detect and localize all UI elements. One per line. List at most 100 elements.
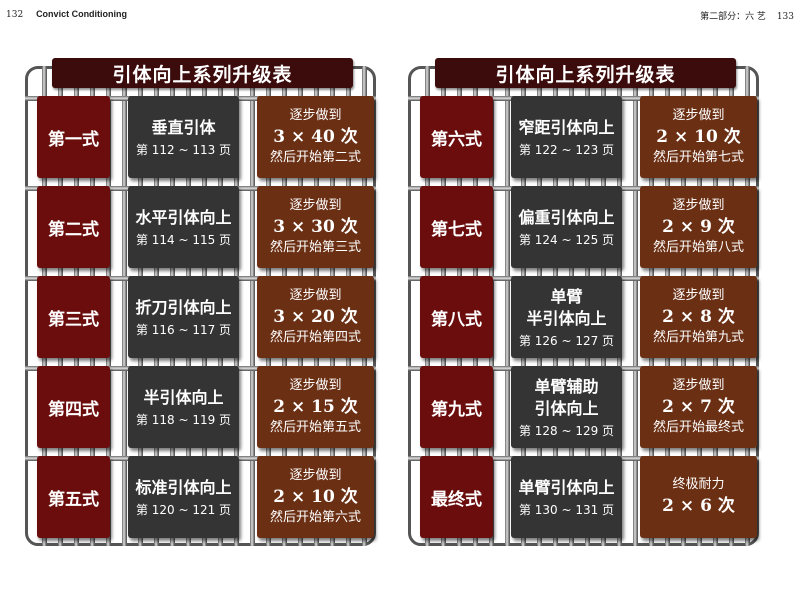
goal-reps: 3 × 20 次 [273,307,358,327]
goal-next: 然后开始第八式 [652,240,744,255]
chart-title: 引体向上系列升级表 [52,58,353,88]
goal-intro: 逐步做到 [672,108,725,123]
goal-reps: 2 × 8 次 [662,307,735,327]
goal-next: 然后开始第九式 [652,330,744,345]
right-page-header: 第二部分：六 艺 133 [700,9,794,22]
exercise-name-line2: 引体向上 [534,398,599,418]
page-reference: 第 112 ~ 113 页 [135,142,232,157]
goal-next: 然后开始第四式 [269,330,361,345]
goal-intro: 终极耐力 [672,477,725,492]
goal-next: 然后开始第三式 [269,240,361,255]
goal-reps: 2 × 10 次 [273,487,358,507]
exercise-name: 单臂 [550,286,583,306]
goal-reps: 2 × 6 次 [662,496,735,516]
page-reference: 第 120 ~ 121 页 [135,502,232,517]
exercise-box: 单臂引体向上第 130 ~ 131 页 [511,456,622,538]
gate-bar [505,66,510,546]
step-label: 第三式 [37,276,110,358]
page-reference: 第 124 ~ 125 页 [518,232,615,247]
goal-box: 逐步做到 2 × 9 次然后开始第八式 [640,186,757,268]
exercise-name: 单臂引体向上 [518,477,615,497]
page-reference: 第 122 ~ 123 页 [518,142,615,157]
exercise-name: 标准引体向上 [135,477,232,497]
left-page-header: 132 Convict Conditioning [6,9,127,20]
goal-reps: 2 × 9 次 [662,217,735,237]
exercise-box: 标准引体向上第 120 ~ 121 页 [128,456,239,538]
step-label: 第四式 [37,366,110,448]
gate-bar [633,66,638,546]
goal-intro: 逐步做到 [672,288,725,303]
step-label: 最终式 [420,456,493,538]
step-label: 第九式 [420,366,493,448]
goal-next: 然后开始第二式 [269,150,361,165]
goal-intro: 逐步做到 [672,198,725,213]
step-label: 第七式 [420,186,493,268]
exercise-name: 单臂辅助 [534,376,599,396]
page-reference: 第 128 ~ 129 页 [518,423,615,438]
goal-next: 然后开始最终式 [652,420,744,435]
exercise-name: 垂直引体 [151,117,216,137]
goal-intro: 逐步做到 [289,108,342,123]
goal-reps: 3 × 30 次 [273,217,358,237]
gate-bar [122,66,127,546]
goal-reps: 2 × 15 次 [273,397,358,417]
goal-reps: 2 × 7 次 [662,397,735,417]
exercise-name-line2: 半引体向上 [526,308,607,328]
page-reference: 第 118 ~ 119 页 [135,412,232,427]
goal-box: 逐步做到 3 × 30 次然后开始第三式 [257,186,374,268]
goal-box: 终极耐力 2 × 6 次 [640,456,757,538]
goal-reps: 3 × 40 次 [273,127,358,147]
goal-intro: 逐步做到 [289,198,342,213]
goal-box: 逐步做到 3 × 20 次然后开始第四式 [257,276,374,358]
exercise-box: 窄距引体向上第 122 ~ 123 页 [511,96,622,178]
progression-row: 第二式 水平引体向上第 114 ~ 115 页 逐步做到 3 × 30 次然后开始第三… [25,186,376,268]
goal-next: 然后开始第五式 [269,420,361,435]
goal-box: 逐步做到 3 × 40 次然后开始第二式 [257,96,374,178]
goal-next: 然后开始第七式 [652,150,744,165]
exercise-box: 单臂半引体向上第 126 ~ 127 页 [511,276,622,358]
page-reference: 第 130 ~ 131 页 [518,502,615,517]
exercise-name: 偏重引体向上 [518,207,615,227]
goal-box: 逐步做到 2 × 15 次然后开始第五式 [257,366,374,448]
page-reference: 第 114 ~ 115 页 [135,232,232,247]
goal-box: 逐步做到 2 × 8 次然后开始第九式 [640,276,757,358]
exercise-box: 单臂辅助引体向上第 128 ~ 129 页 [511,366,622,448]
goal-intro: 逐步做到 [289,378,342,393]
exercise-box: 偏重引体向上第 124 ~ 125 页 [511,186,622,268]
goal-intro: 逐步做到 [672,378,725,393]
goal-next: 然后开始第六式 [269,510,361,525]
exercise-name: 半引体向上 [143,387,224,407]
exercise-box: 折刀引体向上第 116 ~ 117 页 [128,276,239,358]
step-label: 第一式 [37,96,110,178]
step-label: 第八式 [420,276,493,358]
exercise-name: 折刀引体向上 [135,297,232,317]
section-title: 第二部分：六 艺 [700,12,766,22]
step-label: 第六式 [420,96,493,178]
page-reference: 第 126 ~ 127 页 [518,333,615,348]
exercise-box: 垂直引体第 112 ~ 113 页 [128,96,239,178]
exercise-box: 半引体向上第 118 ~ 119 页 [128,366,239,448]
exercise-name: 窄距引体向上 [518,117,615,137]
gate-bar [250,66,255,546]
page-reference: 第 116 ~ 117 页 [135,322,232,337]
left-page-number: 132 [6,10,24,20]
book-title: Convict Conditioning [36,9,128,19]
goal-box: 逐步做到 2 × 10 次然后开始第七式 [640,96,757,178]
goal-intro: 逐步做到 [289,288,342,303]
chart-title: 引体向上系列升级表 [435,58,736,88]
exercise-name: 水平引体向上 [135,207,232,227]
goal-box: 逐步做到 2 × 7 次然后开始最终式 [640,366,757,448]
goal-reps: 2 × 10 次 [656,127,741,147]
step-label: 第二式 [37,186,110,268]
